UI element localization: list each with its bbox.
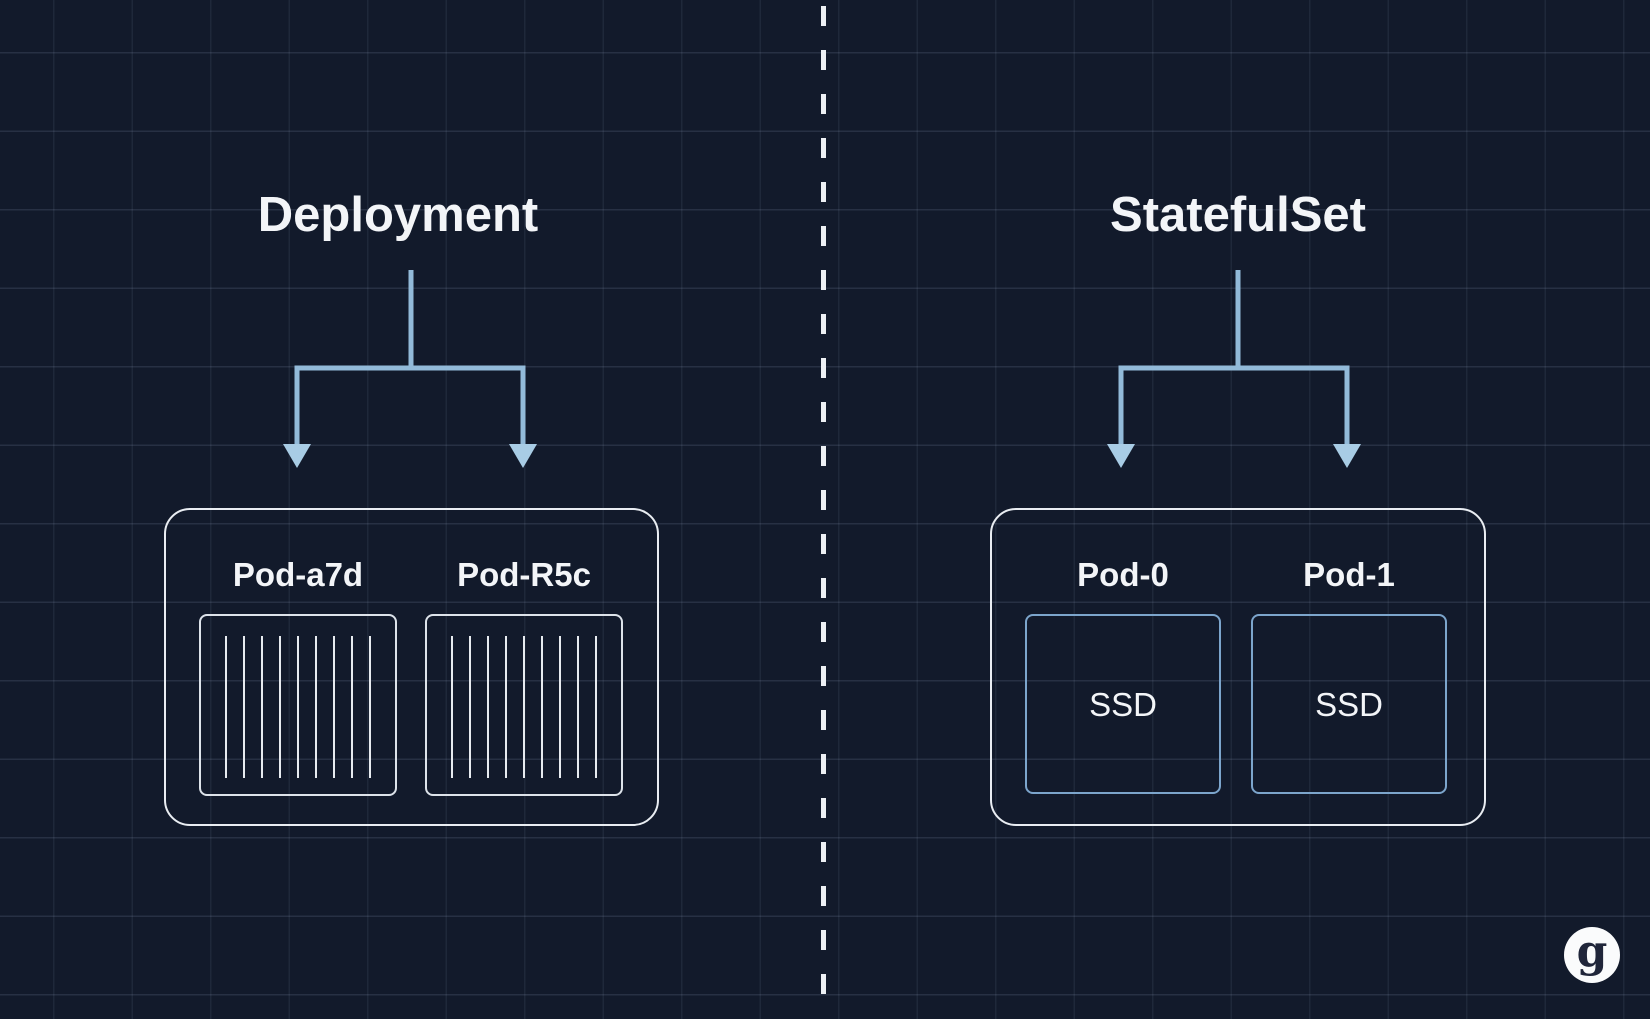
statefulset-connector	[1107, 270, 1361, 468]
logo-g-icon: g	[1576, 926, 1608, 977]
logo-badge: g	[1564, 927, 1620, 983]
statefulset-title: StatefulSet	[1110, 188, 1366, 242]
pod-label: Pod-a7d	[232, 556, 364, 593]
ssd-volume-box: SSD	[1251, 614, 1447, 794]
statefulset-branch-line	[1118, 365, 1350, 446]
arrowhead-down-icon	[1333, 444, 1361, 468]
container-stripes-icon	[225, 636, 371, 778]
pod-label: Pod-0	[1077, 556, 1169, 593]
statefulset-box: Pod-0 Pod-1 SSD SSD	[990, 508, 1486, 826]
deployment-title: Deployment	[257, 188, 539, 242]
ssd-label: SSD	[1089, 685, 1157, 723]
ssd-label: SSD	[1315, 685, 1383, 723]
arrowhead-down-icon	[283, 444, 311, 468]
deployment-box: Pod-a7d Pod-R5c	[164, 508, 659, 826]
container-box	[425, 614, 623, 796]
pod-label: Pod-1	[1303, 556, 1395, 593]
ssd-volume-box: SSD	[1025, 614, 1221, 794]
container-stripes-icon	[451, 636, 597, 778]
deployment-branch-line	[294, 365, 526, 446]
pod-label: Pod-R5c	[457, 556, 591, 593]
arrowhead-down-icon	[509, 444, 537, 468]
container-box	[199, 614, 397, 796]
deployment-connector	[283, 270, 537, 468]
arrowhead-down-icon	[1107, 444, 1135, 468]
